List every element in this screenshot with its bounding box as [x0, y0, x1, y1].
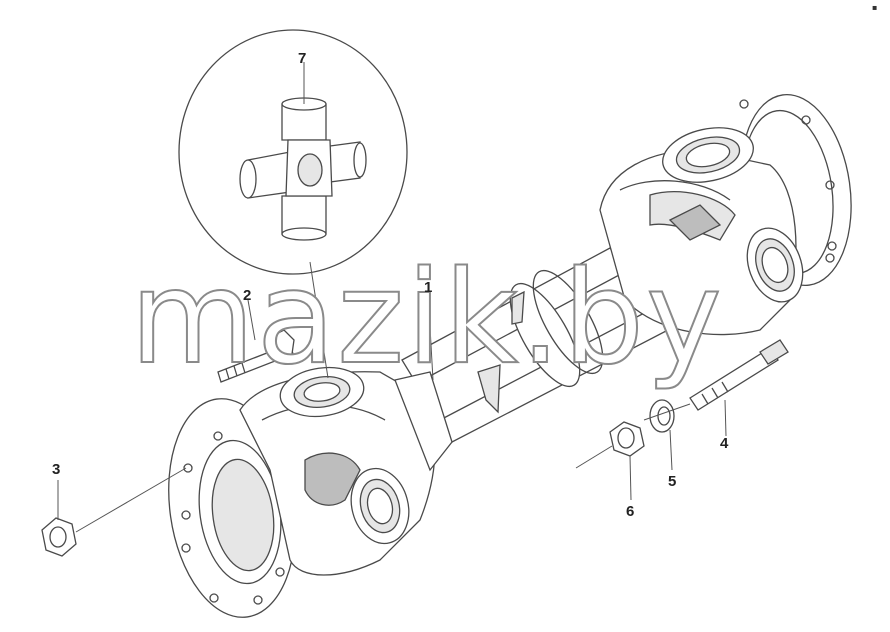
callout-3: 3	[52, 461, 60, 478]
callout-5: 5	[668, 473, 676, 490]
front-yoke-assembly	[168, 366, 453, 618]
watermark-text: mazik.by	[130, 244, 724, 393]
callout-4: 4	[720, 435, 729, 452]
rear-yoke-assembly	[599, 93, 852, 336]
nut-3	[41, 517, 77, 557]
cross-detail-inset	[178, 29, 408, 275]
callout-7: 7	[298, 50, 306, 67]
leader-lines	[57, 62, 727, 533]
stud-bolt-4	[689, 339, 789, 411]
callout-1: 1	[424, 279, 432, 296]
nut-6	[609, 421, 645, 457]
callout-6: 6	[626, 503, 634, 520]
corner-mark: ▪︎	[872, 3, 877, 12]
callout-labels: 7 2 1 3 4 5 6	[52, 50, 729, 520]
stud-bolt-2	[217, 329, 295, 383]
shaft-tube	[401, 247, 669, 443]
washer-5	[649, 399, 675, 433]
callout-2: 2	[243, 287, 251, 304]
